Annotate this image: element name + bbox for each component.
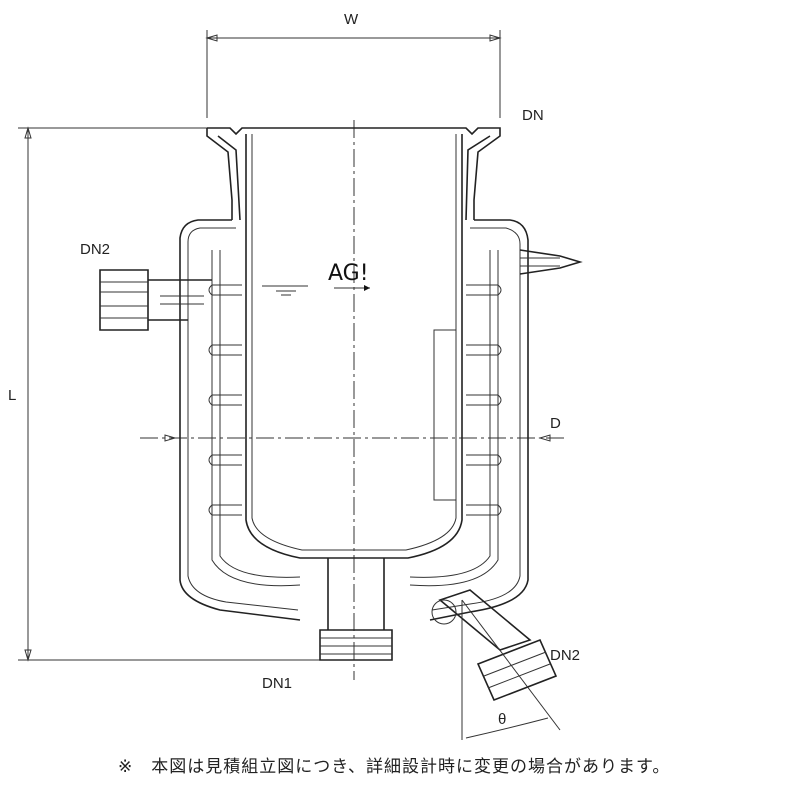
liquid-level-mark xyxy=(262,285,308,296)
jacket-baffles-right xyxy=(466,284,502,516)
bottom-outlet: DN1 xyxy=(262,558,393,692)
side-nozzle-bottom-right: DN2 xyxy=(431,589,580,702)
diameter-label: D xyxy=(550,415,561,432)
width-dimension: W xyxy=(205,11,502,118)
angle-label: θ xyxy=(498,711,506,728)
nozzle-dn2-right-label: DN2 xyxy=(550,647,580,664)
length-dimension: L xyxy=(8,126,320,662)
inner-vessel xyxy=(245,134,463,559)
disclaimer-note: ※ 本図は見積組立図につき、詳細設計時に変更の場合があります。 xyxy=(118,757,671,777)
side-nozzle-left: DN2 xyxy=(80,241,212,331)
length-label: L xyxy=(8,387,16,404)
baffle-plate xyxy=(433,329,457,501)
nozzle-dn1-label: DN1 xyxy=(262,675,292,692)
width-label: W xyxy=(344,11,359,28)
angle-dimension: θ xyxy=(461,599,561,740)
diameter-dimension: D xyxy=(140,415,565,442)
logo-text: AG! xyxy=(328,261,369,286)
ag-logo: AG! xyxy=(328,261,370,291)
nozzle-dn-label: DN xyxy=(522,107,544,124)
jacket-baffles-left xyxy=(208,284,242,516)
nozzle-dn2-left-label: DN2 xyxy=(80,241,110,258)
top-flange xyxy=(206,127,501,221)
right-spout xyxy=(519,249,583,275)
